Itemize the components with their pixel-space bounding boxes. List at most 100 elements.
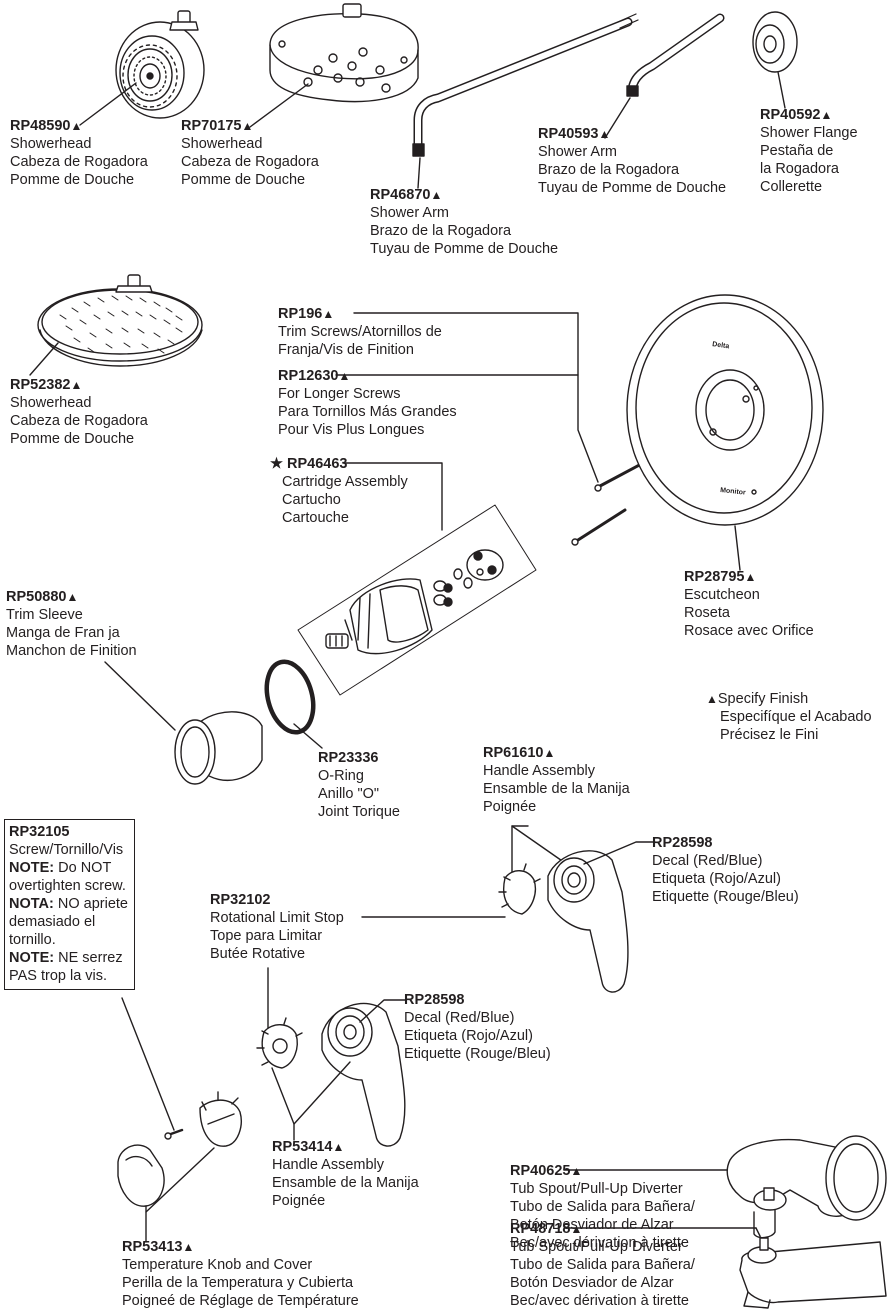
limit-stop-illustration <box>256 1017 303 1069</box>
leader-rp28598a <box>583 841 656 865</box>
desc-en: Rotational Limit Stop <box>210 910 344 926</box>
part-code: RP28598 <box>404 992 465 1008</box>
desc-en: Shower Arm <box>538 144 617 160</box>
leader-rp32105 <box>121 997 175 1131</box>
finish-triangle: ▲ <box>598 127 611 141</box>
label-rp40592: RP40592▲ Shower Flange Pestaña de la Rog… <box>760 106 858 196</box>
rp32105-note-box: RP32105 Screw/Tornillo/Vis NOTE: Do NOT … <box>4 819 135 990</box>
part-code: RP48590 <box>10 118 71 134</box>
showerhead-rp70175-illustration <box>269 3 419 103</box>
asterisk-mark: ★ <box>270 456 283 472</box>
note-fr-2: PAS trop la vis. <box>9 968 108 984</box>
desc-line-2: Franja/Vis de Finition <box>278 342 414 358</box>
finish-triangle: ▲ <box>338 369 351 383</box>
label-rp53413: RP53413▲ Temperature Knob and Cover Peri… <box>122 1238 359 1310</box>
part-code: RP46870 <box>370 187 431 203</box>
finish-triangle: ▲ <box>820 108 833 122</box>
desc-fr: Poignée <box>483 799 537 815</box>
finish-triangle: ▲ <box>744 570 757 584</box>
note-es-3: tornillo. <box>9 932 56 948</box>
desc-es: Brazo de la Rogadora <box>370 223 512 239</box>
desc-line-4: Bec/avec dérivation à tirette <box>510 1235 689 1251</box>
escutcheon-top-mark: Delta <box>712 341 730 350</box>
finish-triangle: ▲ <box>66 590 79 604</box>
desc-es: Etiqueta (Rojo/Azul) <box>404 1028 533 1044</box>
label-rp48590: RP48590▲ Showerhead Cabeza de Rogadora P… <box>10 117 148 189</box>
part-code: RP32105 <box>9 824 70 840</box>
leader-rp28795 <box>734 525 741 571</box>
desc-fr: Poignée <box>272 1193 326 1209</box>
temperature-knob-rp53413-illustration <box>117 1091 242 1207</box>
finish-legend: ▲Specify Finish Especifíque el Acabado P… <box>706 690 872 744</box>
part-code: RP61610 <box>483 745 544 761</box>
note-label-en: NOTE: <box>9 860 55 876</box>
tub-spout-rp40625-illustration <box>726 1135 887 1239</box>
part-code: RP53414 <box>272 1139 333 1155</box>
o-ring-rp23336-illustration <box>264 659 316 735</box>
desc-en: Shower Flange <box>760 125 858 141</box>
part-code: RP196 <box>278 306 323 322</box>
showerhead-rp48590-illustration <box>115 10 205 119</box>
desc-fr: Pomme de Douche <box>10 172 135 188</box>
screw-desc: Screw/Tornillo/Vis <box>9 842 124 858</box>
desc-fr: Poigneé de Réglage de Température <box>122 1293 359 1309</box>
leader-rp40592 <box>777 71 786 109</box>
label-rp196: RP196▲ Trim Screws/Atornillos de Franja/… <box>278 305 442 359</box>
desc-line-1: Trim Screws/Atornillos de <box>278 324 442 340</box>
label-rp46870: RP46870▲ Shower Arm Brazo de la Rogadora… <box>370 186 558 258</box>
shower-flange-rp40592-illustration <box>752 11 798 73</box>
handle-rp61610-illustration <box>498 850 629 993</box>
desc-en: Temperature Knob and Cover <box>122 1257 313 1273</box>
legend-fr: Précisez le Fini <box>720 727 819 743</box>
desc-en: Showerhead <box>10 395 92 411</box>
note-label-fr: NOTE: <box>9 950 55 966</box>
desc-es: Brazo de la Rogadora <box>538 162 680 178</box>
label-rp52382: RP52382▲ Showerhead Cabeza de Rogadora P… <box>10 376 148 448</box>
handle-rp53414-illustration <box>321 1002 406 1147</box>
part-code: RP28795 <box>684 569 745 585</box>
desc-en: O-Ring <box>318 768 364 784</box>
desc-line-3: Botón Desviador de Alzar <box>510 1217 674 1233</box>
note-es-1: NO apriete <box>53 896 128 912</box>
legend-es: Especifíque el Acabado <box>720 709 872 725</box>
desc-fr: Joint Torique <box>318 804 400 820</box>
finish-triangle: ▲ <box>706 692 718 706</box>
part-code: RP53413 <box>122 1239 183 1255</box>
shower-arm-rp46870-illustration <box>412 13 639 157</box>
part-code: RP52382 <box>10 377 71 393</box>
part-code: RP50880 <box>6 589 67 605</box>
desc-en: Showerhead <box>10 136 92 152</box>
desc-fr: Pomme de Douche <box>10 431 135 447</box>
desc-es: Perilla de la Temperatura y Cubierta <box>122 1275 354 1291</box>
desc-es: Cabeza de Rogadora <box>181 154 319 170</box>
escutcheon-rp28795-illustration <box>626 294 824 526</box>
desc-fr: Cartouche <box>282 510 349 526</box>
label-rp46463: ★ RP46463 Cartridge Assembly Cartucho Ca… <box>270 455 408 527</box>
desc-fr: Etiquette (Rouge/Bleu) <box>404 1046 551 1062</box>
desc-line-2: Tubo de Salida para Bañera/ <box>510 1257 695 1273</box>
leader-rp196 <box>353 312 599 483</box>
finish-triangle: ▲ <box>182 1240 195 1254</box>
desc-es: Manga de Fran ja <box>6 625 120 641</box>
note-en-2: overtighten screw. <box>9 878 126 894</box>
desc-en: Shower Arm <box>370 205 449 221</box>
label-rp12630: RP12630▲ For Longer Screws Para Tornillo… <box>278 367 457 439</box>
finish-triangle: ▲ <box>570 1222 583 1236</box>
note-fr-1: NE serrez <box>54 950 123 966</box>
desc-line-1: Tub Spout/Pull-Up Diverter <box>510 1181 683 1197</box>
desc-es: Para Tornillos Más Grandes <box>278 404 457 420</box>
desc-es: Cabeza de Rogadora <box>10 413 148 429</box>
finish-triangle: ▲ <box>70 378 83 392</box>
label-rp23336: RP23336 O-Ring Anillo "O" Joint Torique <box>318 749 400 821</box>
desc-fr: Etiquette (Rouge/Bleu) <box>652 889 799 905</box>
desc-en: Showerhead <box>181 136 263 152</box>
desc-es-1: Pestaña de <box>760 143 834 159</box>
desc-fr: Tuyau de Pomme de Douche <box>538 180 727 196</box>
leader-rp46463 <box>342 462 443 531</box>
desc-en: Trim Sleeve <box>6 607 83 623</box>
desc-en: Escutcheon <box>684 587 760 603</box>
finish-triangle: ▲ <box>570 1164 583 1178</box>
desc-en: Handle Assembly <box>483 763 596 779</box>
leader-rp53414b <box>271 1067 295 1125</box>
